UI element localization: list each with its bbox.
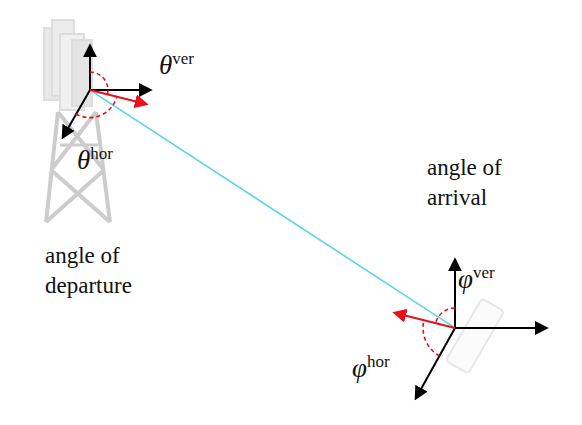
axis-arrow: [89, 46, 91, 90]
tower-brace: [46, 170, 104, 222]
line-of-sight: [92, 91, 453, 326]
angle-label: φhor: [352, 353, 390, 387]
angle-label: θver: [159, 50, 194, 84]
antenna-panel: [72, 40, 92, 106]
direction-arrow: [395, 313, 455, 328]
direction-arrow: [90, 90, 146, 104]
axis-arrow: [90, 89, 150, 91]
angle-label: θhor: [77, 145, 113, 179]
caption-text: angle of arrival: [427, 153, 539, 213]
departure-axes: [63, 46, 150, 137]
node-anchor: angle of arrival: [453, 326, 457, 330]
angle-arc: [423, 320, 439, 356]
caption-text: angle of departure: [45, 241, 157, 301]
arrival-axes: [416, 260, 546, 398]
angle-arc: [76, 96, 117, 118]
node-anchor: angle of departure: [88, 88, 92, 92]
angle-label: φver: [458, 264, 495, 298]
tower-brace: [51, 170, 110, 222]
axis-arrow: [455, 327, 546, 329]
axis-arrow: [416, 328, 455, 398]
tower-symbol: [44, 20, 110, 222]
angle-arc: [90, 72, 108, 94]
axis-arrow: [454, 260, 456, 328]
angle-arc: [436, 308, 455, 323]
